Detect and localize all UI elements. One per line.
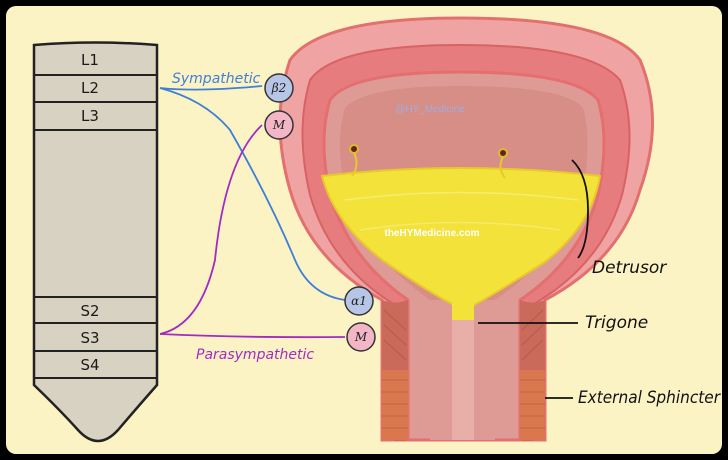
segment-label-l3: L3 — [81, 107, 99, 125]
watermark: theHYMedicine.com — [384, 228, 479, 239]
receptor-m-lower: M — [347, 323, 375, 351]
external-sphincter-label: External Sphincter — [578, 388, 721, 408]
trigone-label: Trigone — [585, 313, 648, 333]
parasympathetic-label: Parasympathetic — [196, 347, 314, 363]
bladder-ghost-text: @HY_Medicine — [395, 104, 465, 115]
spinal-cord: L1 L2 L3 S2 S3 S4 — [34, 43, 157, 442]
segment-label-s4: S4 — [80, 356, 99, 374]
segment-label-l2: L2 — [81, 79, 99, 97]
receptor-m-upper-label: M — [272, 118, 286, 132]
sympathetic-label: Sympathetic — [172, 71, 261, 87]
receptor-beta2-label: β2 — [271, 81, 287, 95]
receptor-m-lower-label: M — [354, 330, 368, 344]
receptor-m-upper: M — [265, 111, 293, 139]
segment-label-l1: L1 — [81, 51, 99, 69]
receptor-beta2: β2 — [265, 74, 293, 102]
detrusor-label: Detrusor — [592, 258, 667, 278]
receptor-alpha1: α1 — [345, 287, 373, 315]
segment-label-s3: S3 — [80, 329, 99, 347]
segment-label-s2: S2 — [80, 302, 99, 320]
receptor-alpha1-label: α1 — [351, 294, 367, 308]
